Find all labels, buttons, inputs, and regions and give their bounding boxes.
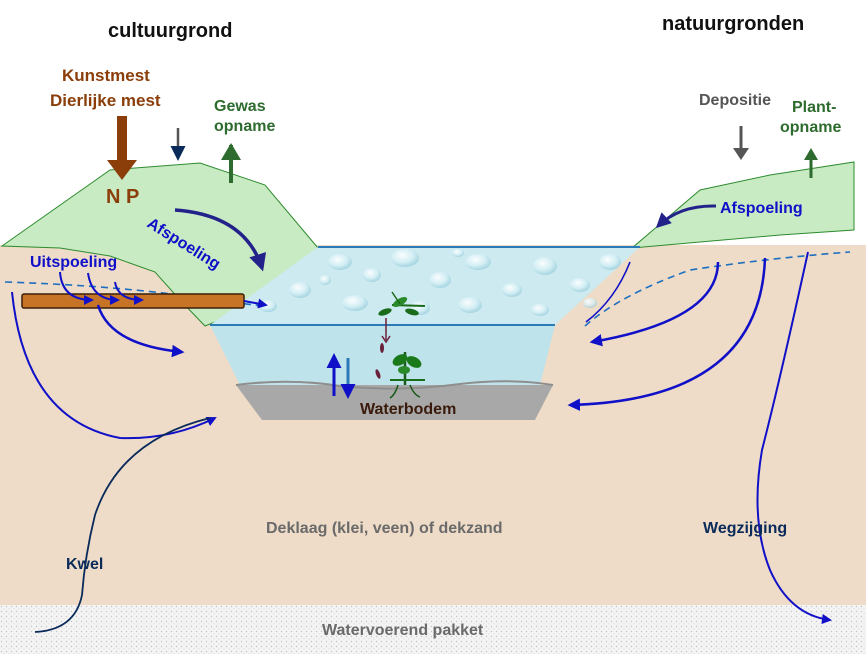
label-runoff-right: Afspoeling <box>720 200 803 217</box>
sediment-layer <box>236 385 553 420</box>
deep-flow-left <box>11 291 217 440</box>
label-manure: Dierlijke mest <box>50 91 161 110</box>
seepage-arrow <box>34 417 211 633</box>
aquifer-layer <box>0 605 866 654</box>
label-fertilizer: Kunstmest <box>62 66 150 85</box>
label-sediment: Waterbodem <box>360 401 456 418</box>
label-deposition: Depositie <box>699 92 771 109</box>
infiltration-arrow <box>756 251 832 624</box>
gw-flow-right-lower <box>567 257 767 411</box>
runoff-arrow-left <box>174 208 267 272</box>
label-plant-uptake-2: opname <box>780 119 841 136</box>
label-leaching: Uitspoeling <box>30 254 117 271</box>
aquatic-plant-rooted <box>389 352 425 399</box>
label-plant-uptake-1: Plant- <box>792 99 836 116</box>
label-aquifer: Watervoerend pakket <box>322 622 484 639</box>
water-deep-layer <box>210 325 555 385</box>
label-infiltration: Wegzijging <box>703 520 787 537</box>
gw-flow-right-upper <box>589 261 720 347</box>
water-surface-layer <box>210 247 640 325</box>
water-bubbles <box>259 249 621 316</box>
label-crop-uptake-2: opname <box>214 118 275 135</box>
right-field <box>630 161 855 249</box>
runoff-arrow-right <box>655 204 717 229</box>
label-crop-uptake-1: Gewas <box>214 98 266 115</box>
aquatic-plant-floating <box>378 291 426 316</box>
manure-arrow-shaft <box>117 116 127 164</box>
drain-pipe <box>21 293 245 309</box>
title-left: cultuurgrond <box>108 20 232 42</box>
title-right: natuurgronden <box>662 13 804 35</box>
manure-arrow-head <box>107 160 137 180</box>
leaching-arrow-1 <box>59 271 94 305</box>
label-seepage: Kwel <box>66 556 103 573</box>
label-cover-layer: Deklaag (klei, veen) of dekzand <box>266 520 503 537</box>
detritus-particles <box>375 318 391 379</box>
label-nutrients: N P <box>106 186 139 208</box>
